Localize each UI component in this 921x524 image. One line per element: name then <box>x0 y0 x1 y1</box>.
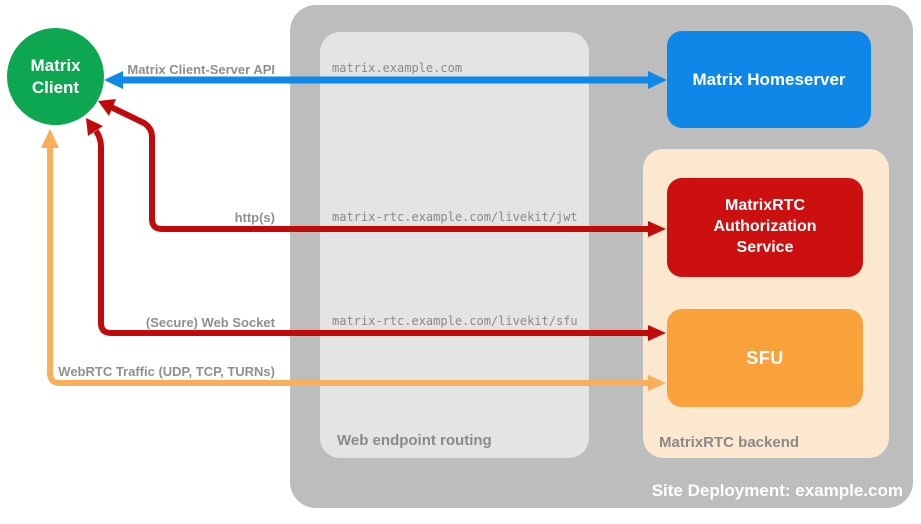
web-endpoint-routing-panel: Web endpoint routing <box>320 32 589 458</box>
auth-service-label: MatrixRTC Authorization Service <box>713 197 817 256</box>
route-livekit-sfu: matrix-rtc.example.com/livekit/sfu <box>332 314 578 328</box>
https-arrowhead-client <box>98 99 116 116</box>
edge-label-webrtc: WebRTC Traffic (UDP, TCP, TURNs) <box>58 364 275 379</box>
edge-label-websocket: (Secure) Web Socket <box>145 315 275 330</box>
site-deployment-caption: Site Deployment: example.com <box>651 481 903 500</box>
route-matrix-example-com: matrix.example.com <box>332 61 463 75</box>
matrix-client-node: Matrix Client <box>7 28 104 125</box>
matrixrtc-backend-caption: MatrixRTC backend <box>659 434 800 451</box>
edge-label-https: http(s) <box>234 210 275 225</box>
websocket-arrowhead-client <box>86 118 103 136</box>
sfu-label: SFU <box>746 347 784 368</box>
edge-label-client-server-api: Matrix Client-Server API <box>127 62 275 77</box>
matrix-client-label: Matrix Client <box>30 55 81 97</box>
auth-service-node: MatrixRTC Authorization Service <box>667 178 863 277</box>
matrix-homeserver-node: Matrix Homeserver <box>667 31 871 128</box>
route-livekit-jwt: matrix-rtc.example.com/livekit/jwt <box>332 210 578 224</box>
webrtc-arrowhead-client <box>41 129 59 148</box>
client-server-api-arrowhead-left <box>104 71 123 89</box>
sfu-node: SFU <box>667 309 863 407</box>
matrix-homeserver-label: Matrix Homeserver <box>692 69 846 89</box>
web-endpoint-routing-caption: Web endpoint routing <box>337 432 492 449</box>
